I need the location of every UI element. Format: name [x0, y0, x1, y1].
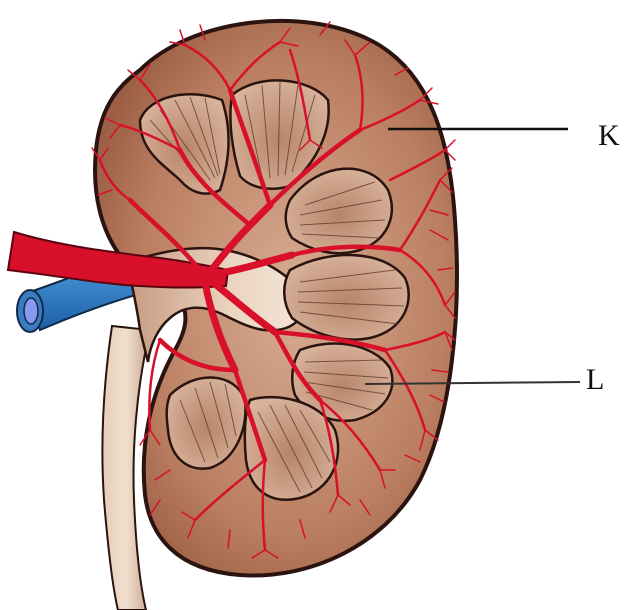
label-l: L [586, 365, 604, 395]
label-k: K [598, 121, 620, 151]
